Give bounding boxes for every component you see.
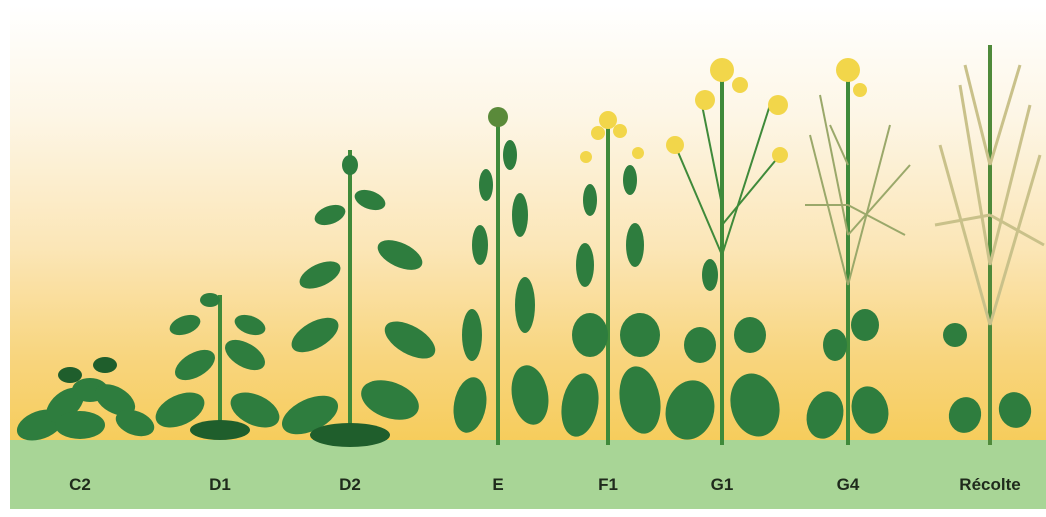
stage-label-d2: D2 <box>339 475 361 495</box>
plant-g4 <box>801 58 910 445</box>
plant-g1 <box>659 58 788 445</box>
plant-recolte <box>935 45 1044 445</box>
plants-illustration <box>10 5 1046 475</box>
stage-label-g4: G4 <box>837 475 860 495</box>
plant-d2 <box>276 150 441 447</box>
plant-e <box>449 107 553 445</box>
stage-label-e: E <box>492 475 503 495</box>
stage-labels: C2 D1 D2 E F1 G1 G4 Récolte <box>10 475 1046 503</box>
stage-label-f1: F1 <box>598 475 618 495</box>
growth-stages-diagram: C2 D1 D2 E F1 G1 G4 Récolte <box>10 5 1046 509</box>
stage-label-g1: G1 <box>711 475 734 495</box>
stage-label-recolte: Récolte <box>959 475 1020 495</box>
plant-f1 <box>557 111 666 445</box>
stage-label-c2: C2 <box>69 475 91 495</box>
stage-label-d1: D1 <box>209 475 231 495</box>
plant-d1 <box>150 293 285 440</box>
plant-c2 <box>13 357 158 446</box>
